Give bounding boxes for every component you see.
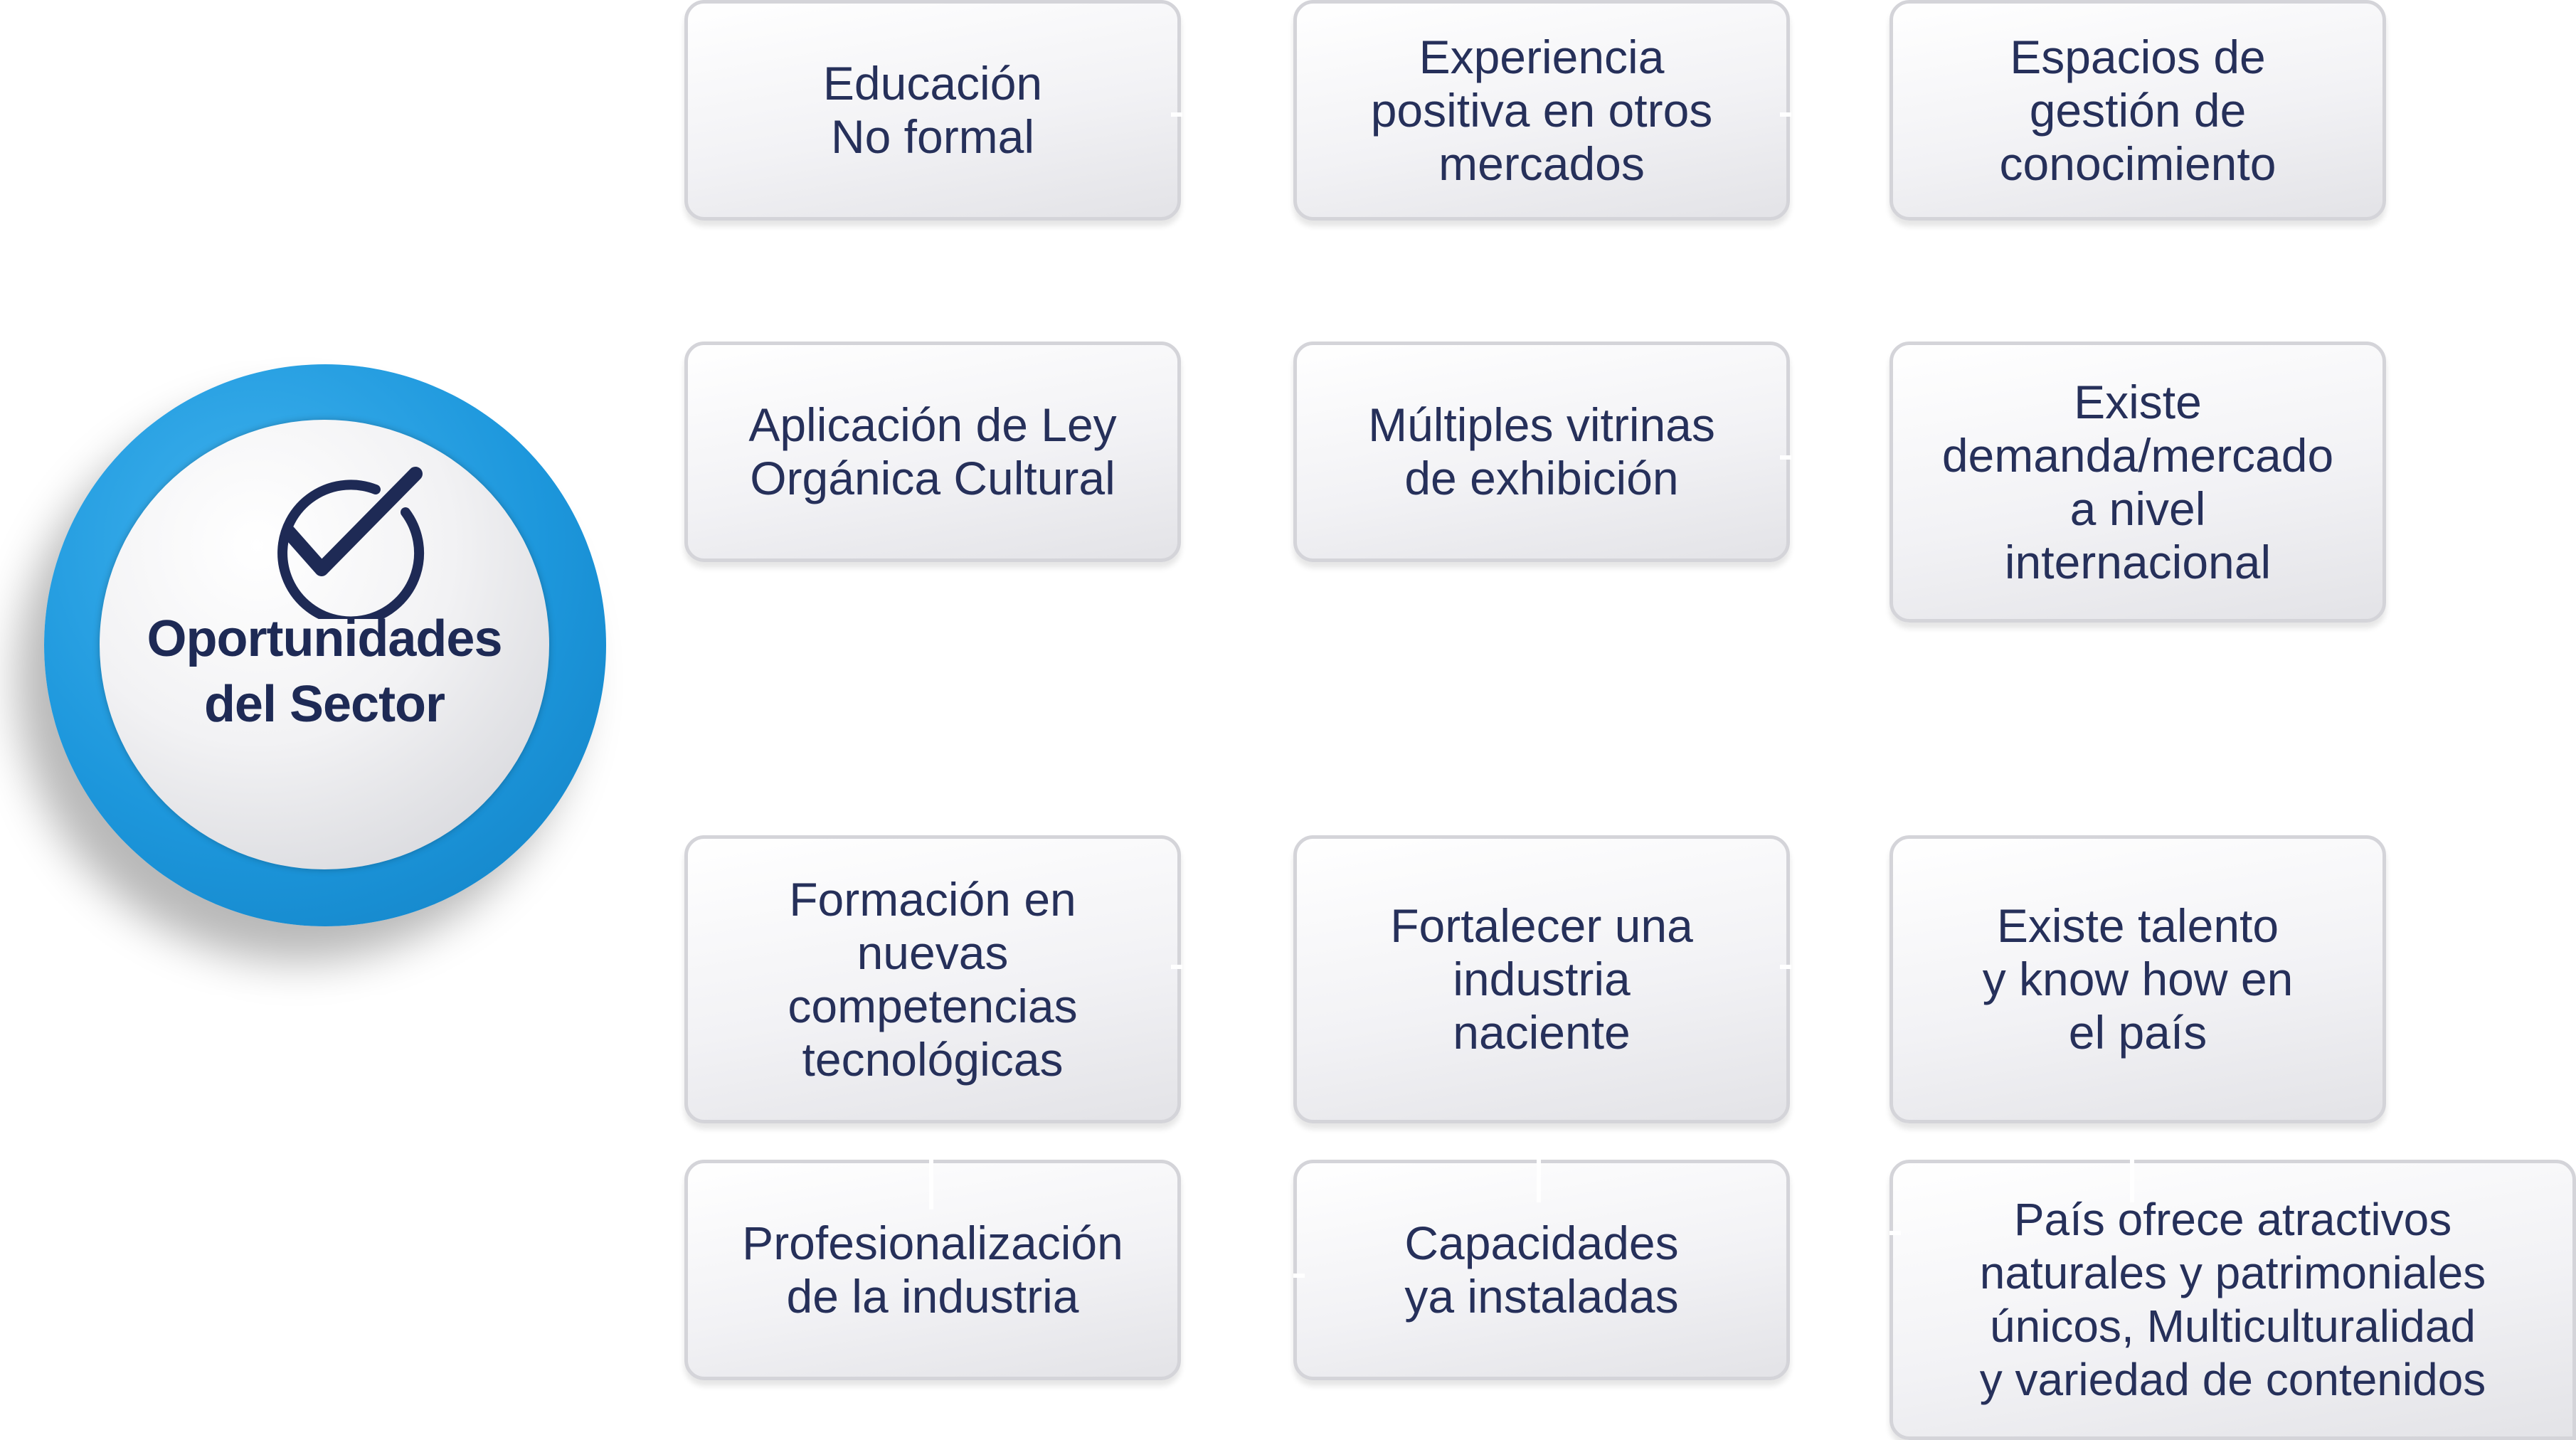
card-text: Existe talento y know how en el país <box>1982 899 2294 1059</box>
opportunity-card: Profesionalización de la industria <box>684 1160 1181 1380</box>
opportunity-card: Múltiples vitrinas de exhibición <box>1293 342 1790 562</box>
connector-notch <box>1537 1160 1541 1202</box>
check-circle-icon <box>277 467 425 619</box>
opportunity-card: País ofrece atractivos naturales y patri… <box>1889 1160 2576 1440</box>
opportunity-card: Fortalecer una industria naciente <box>1293 835 1790 1123</box>
opportunity-card: Existe demanda/mercado a nivel internaci… <box>1889 342 2386 623</box>
card-text: Experiencia positiva en otros mercados <box>1370 30 1713 190</box>
connector-notch <box>1171 965 1182 969</box>
opportunity-card: Capacidades ya instaladas <box>1293 1160 1790 1380</box>
card-text: Capacidades ya instaladas <box>1404 1217 1679 1323</box>
connector-notch <box>1780 965 1791 969</box>
connector-notch <box>2130 1160 2134 1202</box>
card-text: Múltiples vitrinas de exhibición <box>1368 398 1715 504</box>
card-text: Educación No formal <box>822 57 1043 163</box>
opportunity-card: Espacios de gestión de conocimiento <box>1889 0 2386 221</box>
card-text: Profesionalización de la industria <box>742 1217 1123 1323</box>
card-text: Formación en nuevas competencias tecnoló… <box>788 872 1078 1086</box>
connector-notch <box>1293 1274 1305 1278</box>
center-title: Oportunidades del Sector <box>100 606 549 737</box>
opportunity-card: Existe talento y know how en el país <box>1889 835 2386 1123</box>
opportunity-card: Educación No formal <box>684 0 1181 221</box>
opportunity-card: Aplicación de Ley Orgánica Cultural <box>684 342 1181 562</box>
card-text: Existe demanda/mercado a nivel internaci… <box>1941 375 2334 588</box>
center-title-line-2: del Sector <box>203 676 445 733</box>
card-text: País ofrece atractivos naturales y patri… <box>1979 1194 2486 1405</box>
connector-notch <box>1780 112 1791 117</box>
card-text: Espacios de gestión de conocimiento <box>1999 30 2276 190</box>
connector-notch <box>1780 455 1791 460</box>
opportunity-card: Experiencia positiva en otros mercados <box>1293 0 1790 221</box>
opportunity-card: Formación en nuevas competencias tecnoló… <box>684 835 1181 1123</box>
connector-notch <box>929 1160 933 1209</box>
connector-notch <box>1171 112 1182 117</box>
card-text: Aplicación de Ley Orgánica Cultural <box>748 398 1117 504</box>
connector-notch <box>1889 1231 1901 1235</box>
card-text: Fortalecer una industria naciente <box>1390 899 1693 1059</box>
center-title-line-1: Oportunidades <box>147 610 502 667</box>
